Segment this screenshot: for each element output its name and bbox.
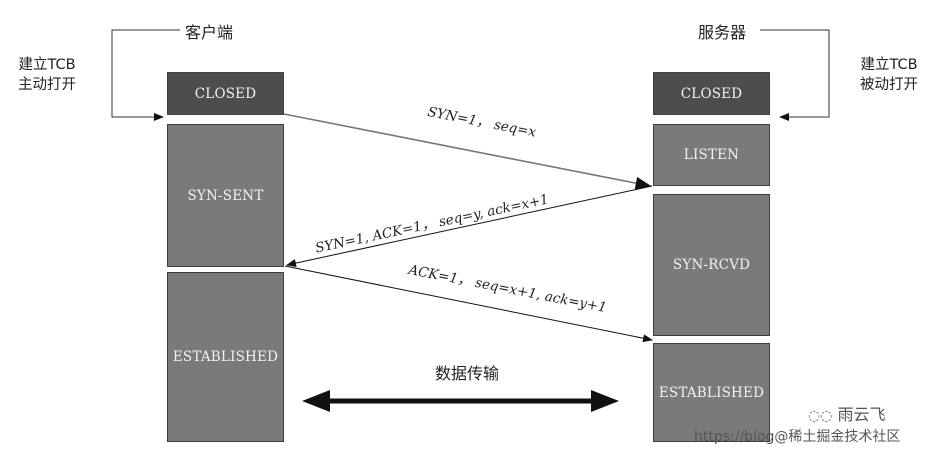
client-state-closed: CLOSED: [167, 72, 284, 115]
server-side-label-line2: 被动打开: [860, 77, 918, 93]
client-open-bracket: [111, 29, 180, 121]
server-side-label: 建立TCB 被动打开: [860, 55, 918, 95]
wechat-icon: ◌◌: [808, 408, 833, 424]
server-state-syn-rcvd: SYN-RCVD: [653, 194, 770, 336]
server-side-label-line1: 建立TCB: [860, 57, 918, 73]
client-side-label-line2: 主动打开: [18, 77, 76, 93]
server-header: 服务器: [698, 23, 747, 42]
client-side-label-line1: 建立TCB: [18, 57, 76, 73]
synack-arrow: [286, 185, 653, 268]
client-header: 客户端: [185, 23, 234, 42]
ack-arrow: [284, 265, 653, 343]
data-transfer-label: 数据传输: [435, 364, 500, 383]
server-state-established: ESTABLISHED: [653, 343, 770, 442]
watermark-url: https://blog@稀土掘金技术社区: [694, 429, 901, 445]
watermark-brand: ◌◌ 雨云飞: [808, 401, 886, 425]
client-state-established: ESTABLISHED: [167, 272, 284, 442]
watermark-brand-text: 雨云飞: [837, 405, 886, 424]
server-open-bracket: [760, 29, 830, 121]
client-side-label: 建立TCB 主动打开: [18, 55, 76, 95]
data-transfer-arrow: [302, 390, 619, 412]
server-state-listen: LISTEN: [653, 124, 770, 186]
client-state-syn-sent: SYN-SENT: [167, 124, 284, 267]
server-state-closed: CLOSED: [653, 72, 770, 115]
syn-arrow: [283, 113, 652, 190]
